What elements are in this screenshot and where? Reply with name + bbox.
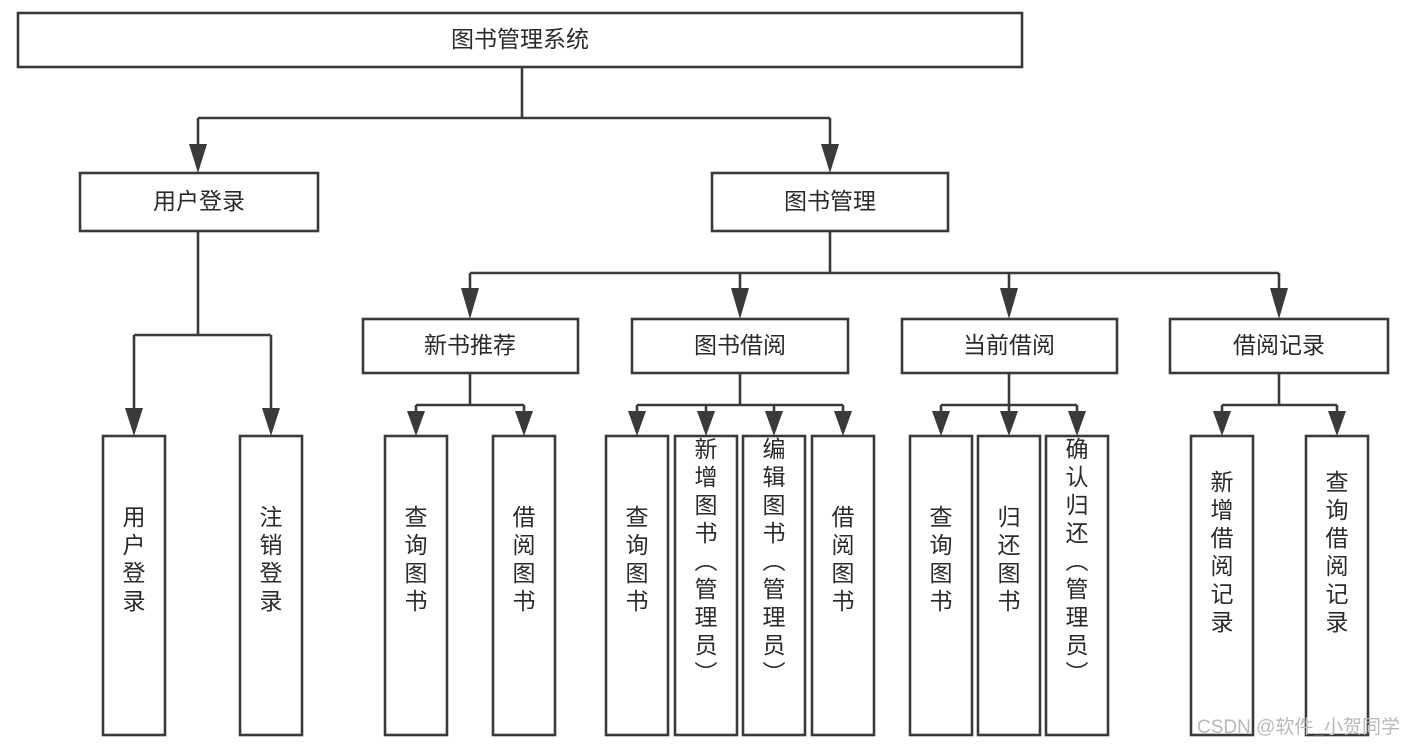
node-current-borrow-box[interactable] [900, 317, 1119, 375]
node-leaf-user-login-label: 用户登录 [123, 504, 146, 614]
arrow-to-book-borrow [731, 288, 749, 319]
arrow-to-leaf-confirm-return [1068, 411, 1086, 436]
node-leaf-confirm-return[interactable]: 确认归还︵管理员︶ [1044, 434, 1110, 737]
node-leaf-query-book-3-label: 查询图书 [930, 504, 953, 614]
node-leaf-add-book-box[interactable] [673, 434, 739, 737]
node-current-borrow[interactable]: 当前借阅 [900, 317, 1119, 375]
node-leaf-query-record[interactable]: 查询借阅记录 [1304, 434, 1370, 737]
node-leaf-query-record-box[interactable] [1304, 434, 1370, 737]
node-leaf-logout-label: 注销登录 [260, 504, 283, 614]
node-leaf-return-book-box[interactable] [976, 434, 1042, 737]
connector-group-current-borrow [932, 373, 1086, 436]
node-leaf-query-book-3[interactable]: 查询图书 [908, 434, 974, 737]
arrow-to-leaf-logout [262, 408, 280, 436]
node-leaf-confirm-return-box[interactable] [1044, 434, 1110, 737]
node-new-book-recommend-box[interactable] [361, 317, 580, 375]
arrow-to-leaf-query-book-3 [932, 411, 950, 436]
arrow-to-current-borrow [1000, 288, 1018, 319]
node-user-login-label: 用户登录 [153, 188, 245, 214]
arrow-to-leaf-add-record [1213, 411, 1231, 436]
node-borrow-record-box[interactable] [1168, 317, 1390, 375]
arrow-to-leaf-query-book-2 [628, 411, 646, 436]
node-book-manage-box[interactable] [710, 171, 950, 233]
node-root-label: 图书管理系统 [451, 26, 589, 52]
node-leaf-return-book-label: 归还图书 [998, 504, 1021, 614]
node-new-book-recommend-label: 新书推荐 [424, 332, 516, 358]
arrow-to-borrow-record [1270, 288, 1288, 319]
node-leaf-add-record-box[interactable] [1189, 434, 1255, 737]
node-leaf-borrow-book-1-label: 借阅图书 [513, 504, 536, 614]
arrow-to-leaf-borrow-book-1 [515, 411, 533, 436]
connector-group-book-manage [461, 231, 1288, 319]
node-user-login-box[interactable] [78, 171, 320, 233]
arrow-to-book-manage [821, 144, 839, 173]
node-user-login[interactable]: 用户登录 [78, 171, 320, 233]
connector-group-new-book-recommend [407, 373, 533, 436]
arrow-to-leaf-borrow-book-2 [834, 411, 852, 436]
arrow-to-new-book-recommend [461, 288, 479, 319]
node-leaf-query-book-2-box[interactable] [604, 434, 670, 737]
node-leaf-borrow-book-2-label: 借阅图书 [832, 504, 855, 614]
node-borrow-record-label: 借阅记录 [1233, 332, 1325, 358]
node-leaf-query-book-1[interactable]: 查询图书 [383, 434, 449, 737]
node-leaf-query-book-2[interactable]: 查询图书 [604, 434, 670, 737]
node-book-borrow[interactable]: 图书借阅 [630, 317, 850, 375]
node-leaf-query-book-1-box[interactable] [383, 434, 449, 737]
arrow-to-leaf-user-login [125, 408, 143, 436]
node-leaf-borrow-book-1-box[interactable] [491, 434, 557, 737]
connector-group-borrow-record [1213, 373, 1346, 436]
node-leaf-add-record-label: 新增借阅记录 [1211, 469, 1234, 635]
arrow-to-user-login [189, 144, 207, 173]
node-borrow-record[interactable]: 借阅记录 [1168, 317, 1390, 375]
node-leaf-user-login-box[interactable] [101, 434, 167, 737]
node-leaf-add-book-label: 新增图书︵管理员︶ [695, 436, 718, 686]
csdn-watermark: CSDN @软件_小贺同学 [1197, 716, 1400, 738]
node-leaf-query-book-1-label: 查询图书 [405, 504, 428, 614]
node-root[interactable]: 图书管理系统 [16, 11, 1024, 69]
node-leaf-add-book[interactable]: 新增图书︵管理员︶ [673, 434, 739, 737]
node-leaf-edit-book[interactable]: 编辑图书︵管理员︶ [741, 434, 807, 737]
connector-group-book-borrow [628, 373, 852, 436]
node-leaf-edit-book-label: 编辑图书︵管理员︶ [763, 436, 786, 686]
node-book-borrow-box[interactable] [630, 317, 850, 375]
node-leaf-query-book-3-box[interactable] [908, 434, 974, 737]
node-leaf-query-record-label: 查询借阅记录 [1326, 469, 1349, 635]
arrow-to-leaf-return-book [1000, 411, 1018, 436]
node-leaf-borrow-book-2-box[interactable] [810, 434, 876, 737]
node-book-borrow-label: 图书借阅 [694, 332, 786, 358]
node-current-borrow-label: 当前借阅 [963, 332, 1055, 358]
connector-group-user-login [125, 231, 280, 436]
node-leaf-logout-box[interactable] [238, 434, 304, 737]
node-leaf-return-book[interactable]: 归还图书 [976, 434, 1042, 737]
connector-group-root [189, 67, 839, 173]
arrow-to-leaf-query-record [1328, 411, 1346, 436]
node-leaf-borrow-book-1[interactable]: 借阅图书 [491, 434, 557, 737]
node-root-box[interactable] [16, 11, 1024, 69]
arrow-to-leaf-query-book-1 [407, 411, 425, 436]
node-new-book-recommend[interactable]: 新书推荐 [361, 317, 580, 375]
node-leaf-add-record[interactable]: 新增借阅记录 [1189, 434, 1255, 737]
node-leaf-edit-book-box[interactable] [741, 434, 807, 737]
node-leaf-query-book-2-label: 查询图书 [626, 504, 649, 614]
node-leaf-logout[interactable]: 注销登录 [238, 434, 304, 737]
node-book-manage[interactable]: 图书管理 [710, 171, 950, 233]
node-book-manage-label: 图书管理 [784, 188, 876, 214]
node-leaf-user-login[interactable]: 用户登录 [101, 434, 167, 737]
node-leaf-confirm-return-label: 确认归还︵管理员︶ [1066, 436, 1089, 686]
arrow-to-leaf-add-book [697, 411, 715, 436]
node-leaf-borrow-book-2[interactable]: 借阅图书 [810, 434, 876, 737]
arrow-to-leaf-edit-book [765, 411, 783, 436]
